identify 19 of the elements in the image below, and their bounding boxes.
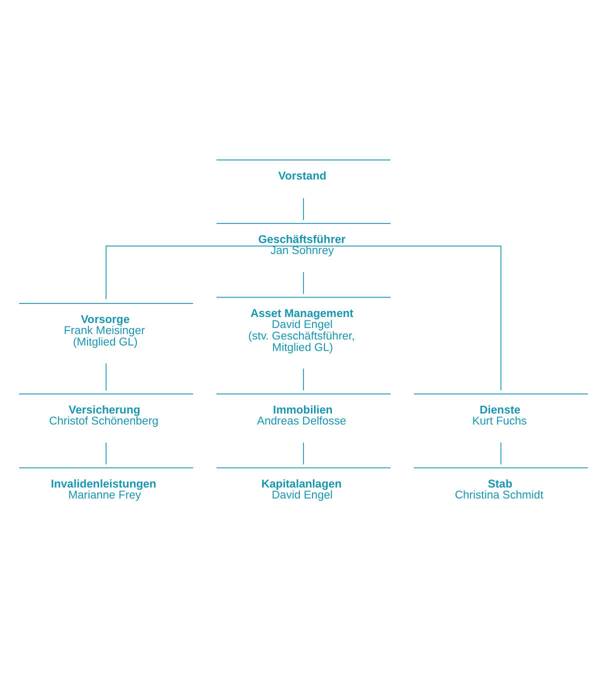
connector (303, 272, 304, 294)
connector (106, 363, 107, 391)
node-text: Dienste Kurt Fuchs (472, 404, 527, 428)
connector (303, 442, 304, 465)
connector (303, 246, 502, 391)
node-text: Vorstand (278, 170, 326, 182)
connector (500, 442, 502, 465)
node-text: Kapitalanlagen David Engel (261, 478, 342, 502)
node-text: Invalidenleistungen Marianne Frey (50, 478, 156, 502)
node-text: Immobilien Andreas Delfosse (256, 404, 346, 428)
connector (303, 198, 304, 220)
connector (106, 442, 107, 465)
node-text: Versicherung Christof Schönenberg (49, 404, 158, 428)
node-text: Vorsorge Frank Meisinger (Mitglied GL) (64, 314, 145, 349)
connector (106, 246, 304, 300)
node-text: Asset Management David Engel (stv. Geschäftsführer, Mitglied GL) (248, 308, 355, 354)
node-text: Geschäftsführer Jan Sohnrey (258, 234, 346, 258)
node-text: Stab Christina Schmidt (454, 478, 544, 502)
connector (303, 368, 304, 391)
